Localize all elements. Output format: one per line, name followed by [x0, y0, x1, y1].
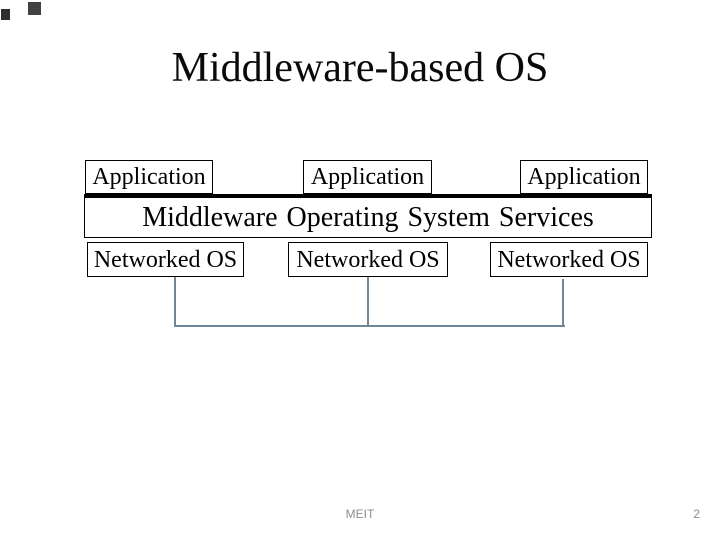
application-box-3: Application: [520, 160, 648, 194]
footer-text: MEIT: [345, 507, 375, 521]
application-box-3-label: Application: [527, 164, 641, 190]
connector-horizontal-line: [174, 325, 565, 327]
networked-os-box-2: Networked OS: [288, 242, 448, 277]
application-box-1: Application: [85, 160, 213, 194]
slide-title: Middleware-based OS: [171, 45, 549, 91]
application-box-2-label: Application: [310, 164, 425, 190]
corner-decoration-square-2: [1, 9, 10, 20]
middleware-services-box: Middleware Operating System Services: [84, 194, 652, 238]
networked-os-box-1: Networked OS: [87, 242, 244, 277]
middleware-services-label: Middleware Operating System Services: [142, 201, 594, 233]
networked-os-box-3: Networked OS: [490, 242, 648, 277]
corner-decoration-square-1: [28, 2, 41, 15]
application-box-1-label: Application: [92, 164, 206, 190]
connector-vertical-line-2: [367, 277, 369, 327]
networked-os-box-3-label: Networked OS: [497, 246, 641, 273]
networked-os-box-2-label: Networked OS: [296, 246, 440, 273]
connector-vertical-line-3: [562, 279, 564, 327]
connector-vertical-line-1: [174, 277, 176, 327]
application-box-2: Application: [303, 160, 432, 194]
page-number: 2: [693, 507, 700, 521]
networked-os-box-1-label: Networked OS: [93, 246, 238, 273]
